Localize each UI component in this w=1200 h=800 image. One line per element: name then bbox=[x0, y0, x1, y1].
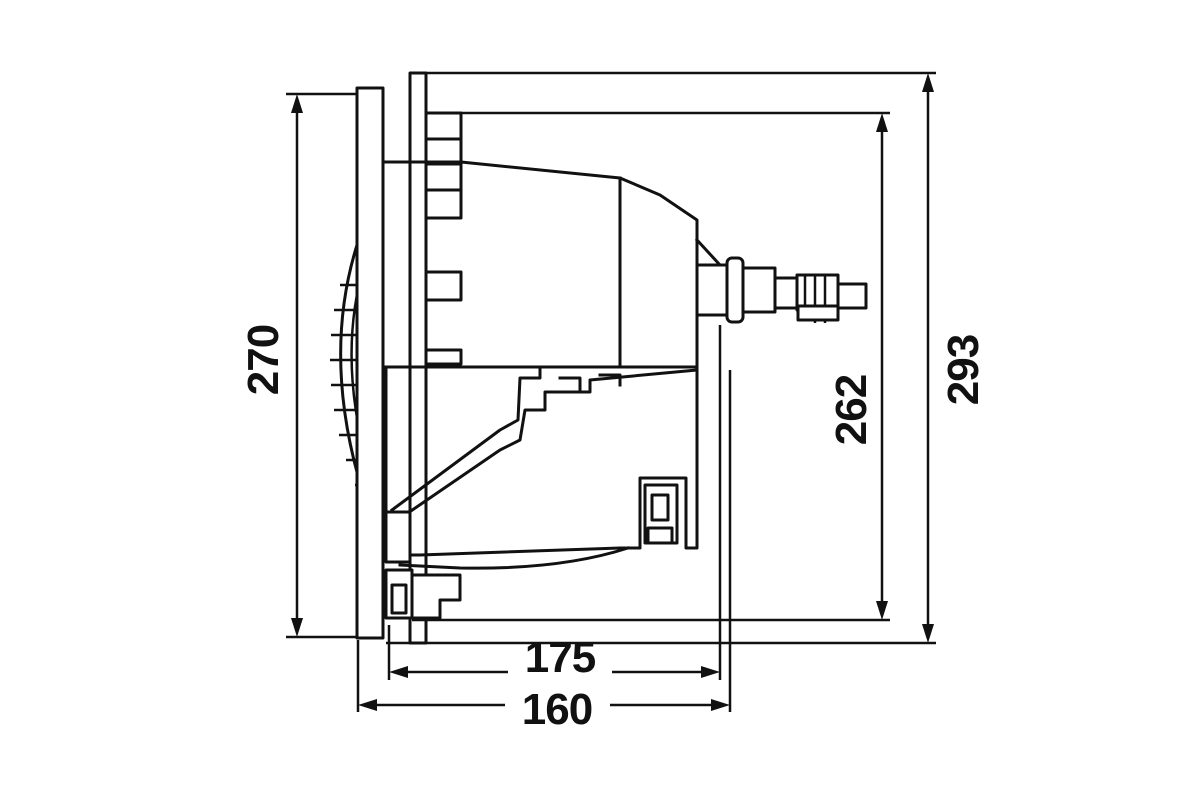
ring-teeth bbox=[424, 111, 463, 366]
label-depth-short: 160 bbox=[522, 685, 592, 734]
lamp-assembly bbox=[330, 71, 868, 645]
dimension-body-height bbox=[412, 111, 890, 622]
label-flange-height: 270 bbox=[239, 325, 288, 395]
dimension-depth-short bbox=[356, 370, 732, 712]
rear-connector bbox=[694, 237, 868, 324]
label-depth-long: 175 bbox=[525, 633, 596, 682]
dimension-annotations: 293 262 270 175 160 bbox=[239, 71, 988, 734]
front-flange bbox=[355, 86, 385, 640]
dimension-overall-height bbox=[386, 71, 936, 645]
dimension-depth-long bbox=[387, 325, 722, 680]
mounting-ring bbox=[408, 71, 428, 645]
lower-housing bbox=[626, 365, 699, 550]
bottom-clip bbox=[384, 568, 462, 620]
label-body-height: 262 bbox=[827, 375, 876, 445]
label-overall-height: 293 bbox=[939, 335, 988, 405]
dimension-flange-height bbox=[286, 92, 357, 639]
lower-ring-clip bbox=[384, 510, 412, 564]
lower-socket bbox=[643, 483, 679, 545]
